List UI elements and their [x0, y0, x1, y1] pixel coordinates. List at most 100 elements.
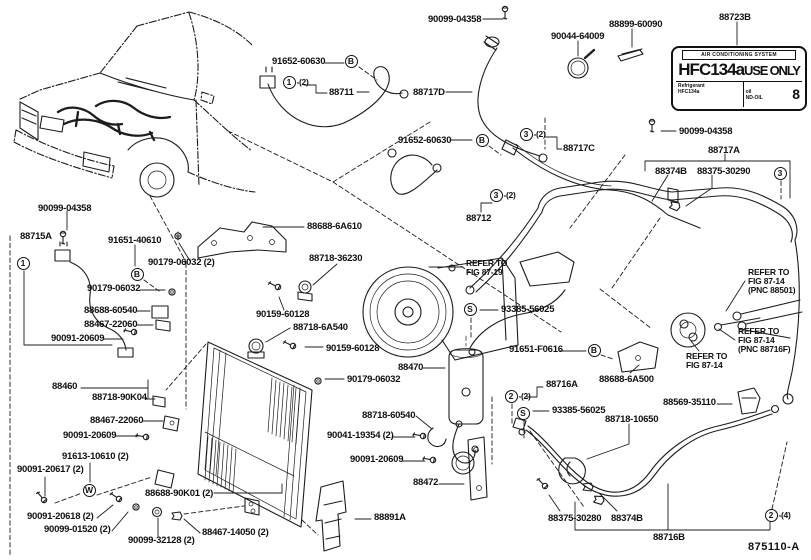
part-number-label: 88467-22060	[90, 415, 144, 426]
part-number-label: 88718-6A540	[293, 322, 348, 333]
part-number-label: 88472	[413, 477, 439, 488]
callout-circle: B	[587, 343, 601, 357]
pipe-88716b	[512, 393, 794, 497]
refer-to-note-line: REFER TO	[748, 267, 790, 277]
compressor	[362, 251, 575, 361]
part-number-label: 88717C	[563, 143, 595, 154]
part-number-label: 90091-20617 (2)	[17, 464, 84, 475]
callout-quantity: -(2)	[518, 391, 531, 401]
callout-w: W	[82, 483, 96, 497]
callout-b: B	[344, 54, 358, 68]
callout-circle: B	[475, 133, 489, 147]
callout-circle: 2	[504, 389, 518, 403]
callout-s: S	[516, 406, 530, 420]
decal-oil-cell: oil ND-OIL 8	[744, 82, 802, 107]
part-number-label: 88718-90K04	[92, 392, 147, 403]
part-number-label: 88470	[398, 362, 424, 373]
part-number-label: 90159-60128	[326, 343, 380, 354]
part-number-label: 88716B	[653, 532, 685, 543]
decal-header: AIR CONDITIONING SYSTEM	[682, 50, 796, 60]
part-number-label: 88688-6A610	[307, 221, 362, 232]
callout-quantity: -(2)	[503, 190, 516, 200]
decal-use-only: USE ONLY	[744, 63, 801, 78]
refer-to-note-line: REFER TO	[686, 351, 728, 361]
refer-to-note-line: FIG 87-14	[686, 360, 723, 370]
part-number-label: 88717D	[413, 87, 445, 98]
refer-to-note-line: FIG 87-14	[738, 335, 775, 345]
part-number-label: 90099-04358	[679, 126, 733, 137]
condenser-88460	[197, 341, 313, 528]
part-number-label: 88723B	[719, 12, 751, 23]
part-number-label: 90099-32128 (2)	[128, 535, 195, 546]
decal-main-text: HFC134a USE ONLY	[676, 60, 802, 82]
part-number-label: 88688-60540	[84, 305, 138, 316]
part-number-label: 91652-60630	[272, 56, 326, 67]
bracket-88891a	[315, 480, 347, 552]
callout-b: B	[130, 267, 144, 281]
hose-88712	[387, 148, 442, 195]
callout-quantity: -(2)	[533, 129, 546, 139]
figure-number: 875110-A	[748, 541, 800, 553]
part-number-label: 88718-10650	[605, 414, 659, 425]
refrigerant-decal: AIR CONDITIONING SYSTEM HFC134a USE ONLY…	[671, 46, 807, 111]
decal-bottom-row: Refrigerant HFC134a oil ND-OIL 8	[676, 82, 802, 107]
callout-circle: 3	[773, 166, 787, 180]
callout-circle: B	[344, 54, 358, 68]
part-number-label: 88899-60090	[609, 19, 663, 30]
vehicle-illustration	[13, 11, 256, 198]
part-number-label: 88717A	[708, 145, 740, 156]
pipe-88715a	[54, 241, 134, 358]
part-number-label: 88467-22060	[84, 319, 138, 330]
part-number-label: 93385-56025	[552, 405, 606, 416]
part-number-label: 90099-04358	[38, 203, 92, 214]
part-number-label: 88712	[466, 213, 492, 224]
part-number-label: 88569-35110	[663, 397, 716, 408]
part-number-label: 93385-56025	[501, 304, 555, 315]
part-number-label: 88375-30280	[548, 513, 602, 524]
construction-dash-lines	[9, 117, 661, 557]
decal-oil-text: oil ND-OIL	[746, 89, 763, 101]
part-number-label: 90091-20609	[350, 454, 404, 465]
part-number-label: 91652-60630	[398, 135, 452, 146]
part-number-label: 88460	[52, 381, 78, 392]
callout-circle: S	[516, 406, 530, 420]
part-number-label: 90179-06032	[87, 283, 141, 294]
part-number-label: 88374B	[611, 513, 643, 524]
decal-oil-value: ND-OIL	[745, 94, 763, 101]
part-number-label: 88375-30290	[697, 166, 751, 177]
part-number-label: 90179-06032	[347, 374, 401, 385]
callout-1: 1-(2)	[282, 75, 309, 89]
pipe-88717c	[501, 139, 701, 229]
part-number-label: 90041-19354 (2)	[327, 430, 394, 441]
callout-circle: 1	[16, 256, 30, 270]
part-number-label: 88715A	[20, 231, 52, 242]
callout-quantity: -(4)	[778, 510, 791, 520]
part-number-label: 90099-04358	[428, 14, 482, 25]
refer-to-note-line: FIG 87-14	[748, 276, 785, 286]
callout-2: 2-(4)	[764, 508, 791, 522]
callout-circle: 2	[764, 508, 778, 522]
decal-refrigerant-cell: Refrigerant HFC134a	[676, 82, 744, 107]
part-number-label: 88374B	[655, 166, 687, 177]
callout-2: 2-(2)	[504, 389, 531, 403]
callout-circle: 1	[282, 75, 296, 89]
callout-circle: 3	[519, 127, 533, 141]
callout-circle: 3	[489, 188, 503, 202]
refer-to-note-line: REFER TO	[738, 326, 780, 336]
callout-3: 3	[773, 166, 787, 180]
part-number-label: 91651-F0616	[509, 344, 563, 355]
part-number-label: 88718-60540	[362, 410, 416, 421]
pipe-88717d	[477, 35, 548, 163]
refer-to-note-line: (PNC 88716F)	[738, 344, 791, 354]
part-number-label: 90179-06032 (2)	[148, 257, 215, 268]
leader-lines	[23, 18, 791, 537]
pipe-assembly-88717a	[465, 180, 800, 400]
part-number-label: 88467-14050 (2)	[202, 527, 269, 538]
decal-refrigerant-value: HFC134a	[678, 89, 700, 95]
decal-refrigerant-label: Refrigerant	[678, 83, 705, 89]
